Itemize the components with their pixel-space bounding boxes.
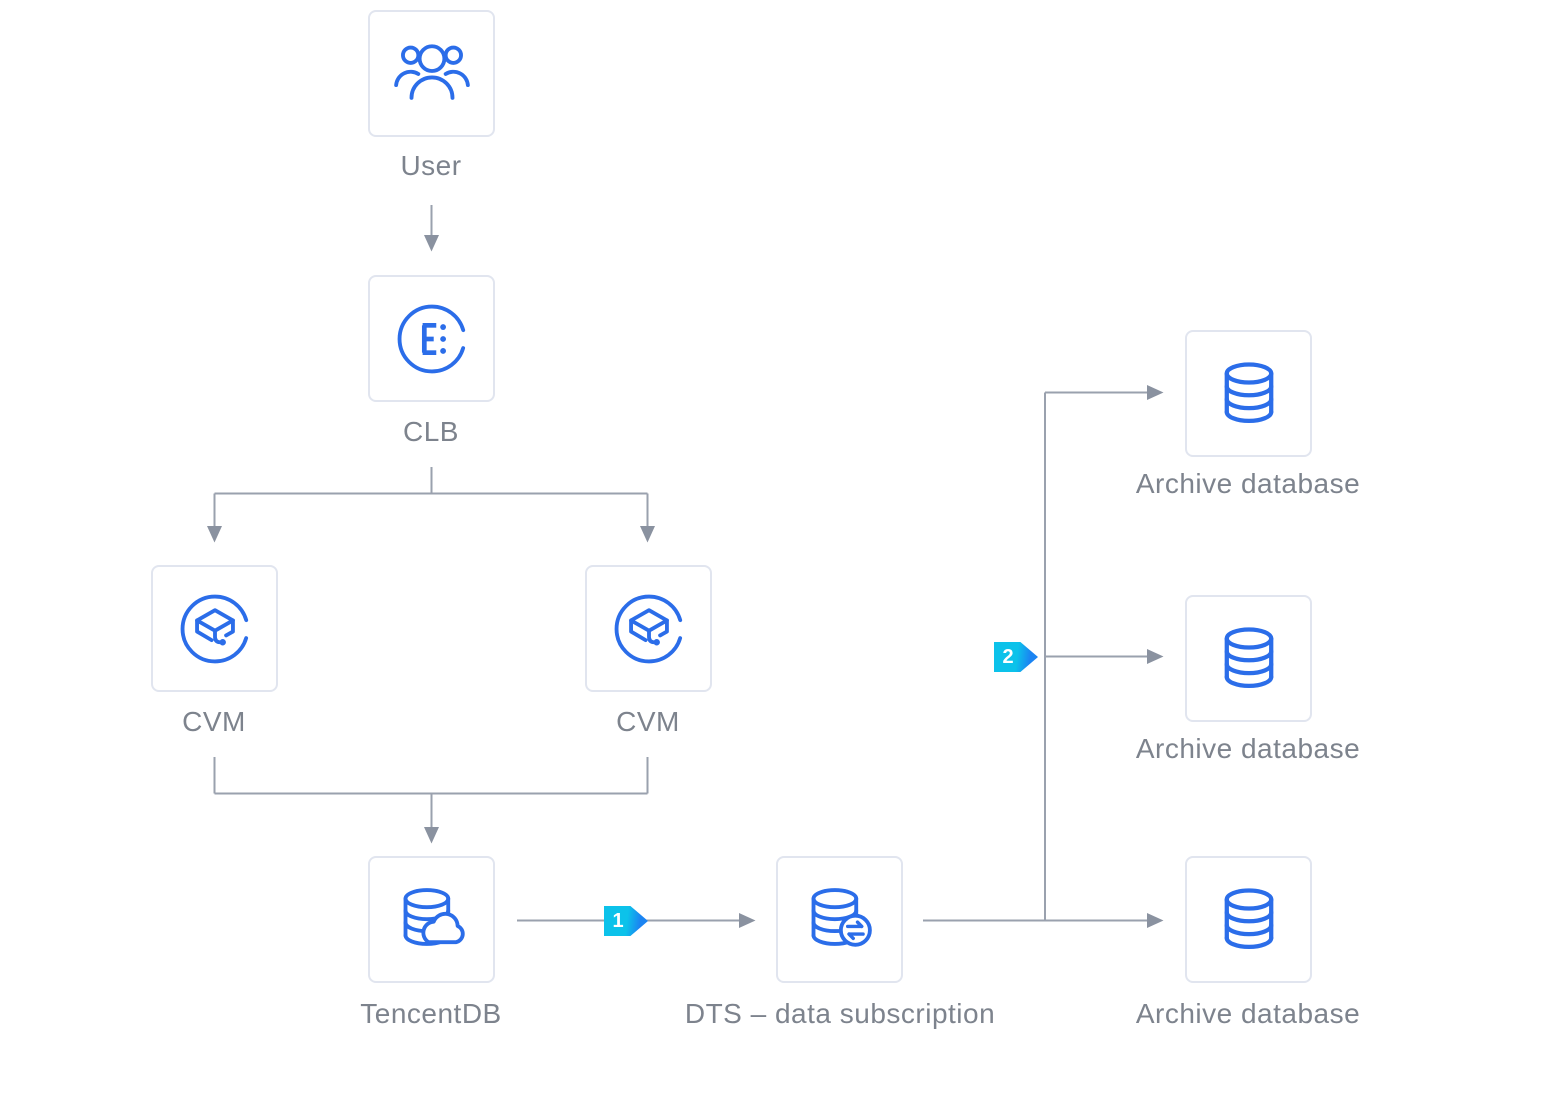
edge-clb-split: [214, 467, 648, 495]
node-cvm-left: [151, 565, 278, 692]
node-dts-label: DTS – data subscription: [684, 998, 996, 1029]
node-user: [368, 10, 495, 137]
node-clb-label: CLB: [403, 416, 459, 447]
database-icon: [1224, 361, 1273, 423]
node-archive-bottom: [1185, 856, 1312, 983]
node-dts: [776, 856, 903, 983]
data-subscription-icon: [811, 887, 872, 947]
node-archive-middle-label: Archive database: [1135, 733, 1361, 764]
cvm-server-icon: [180, 594, 249, 663]
node-user-label: User: [400, 150, 462, 181]
user-group-icon: [393, 43, 470, 100]
cvm-server-icon: [614, 594, 683, 663]
load-balancer-icon: [397, 304, 466, 373]
database-icon: [1224, 626, 1273, 688]
node-archive-top: [1185, 330, 1312, 457]
step-badge-2: 2: [994, 642, 1038, 672]
node-cvm-left-label: CVM: [182, 706, 246, 737]
node-tencentdb-label: TencentDB: [360, 998, 502, 1029]
cloud-database-icon: [403, 887, 465, 946]
step-badge-1: 1: [604, 906, 648, 936]
node-archive-top-label: Archive database: [1135, 468, 1361, 499]
edge-cvm-join: [213, 757, 649, 795]
node-archive-bottom-label: Archive database: [1135, 998, 1361, 1029]
node-cvm-right-label: CVM: [616, 706, 680, 737]
node-clb: [368, 275, 495, 402]
node-cvm-right: [585, 565, 712, 692]
node-archive-middle: [1185, 595, 1312, 722]
node-tencentdb: [368, 856, 495, 983]
database-icon: [1224, 887, 1273, 949]
